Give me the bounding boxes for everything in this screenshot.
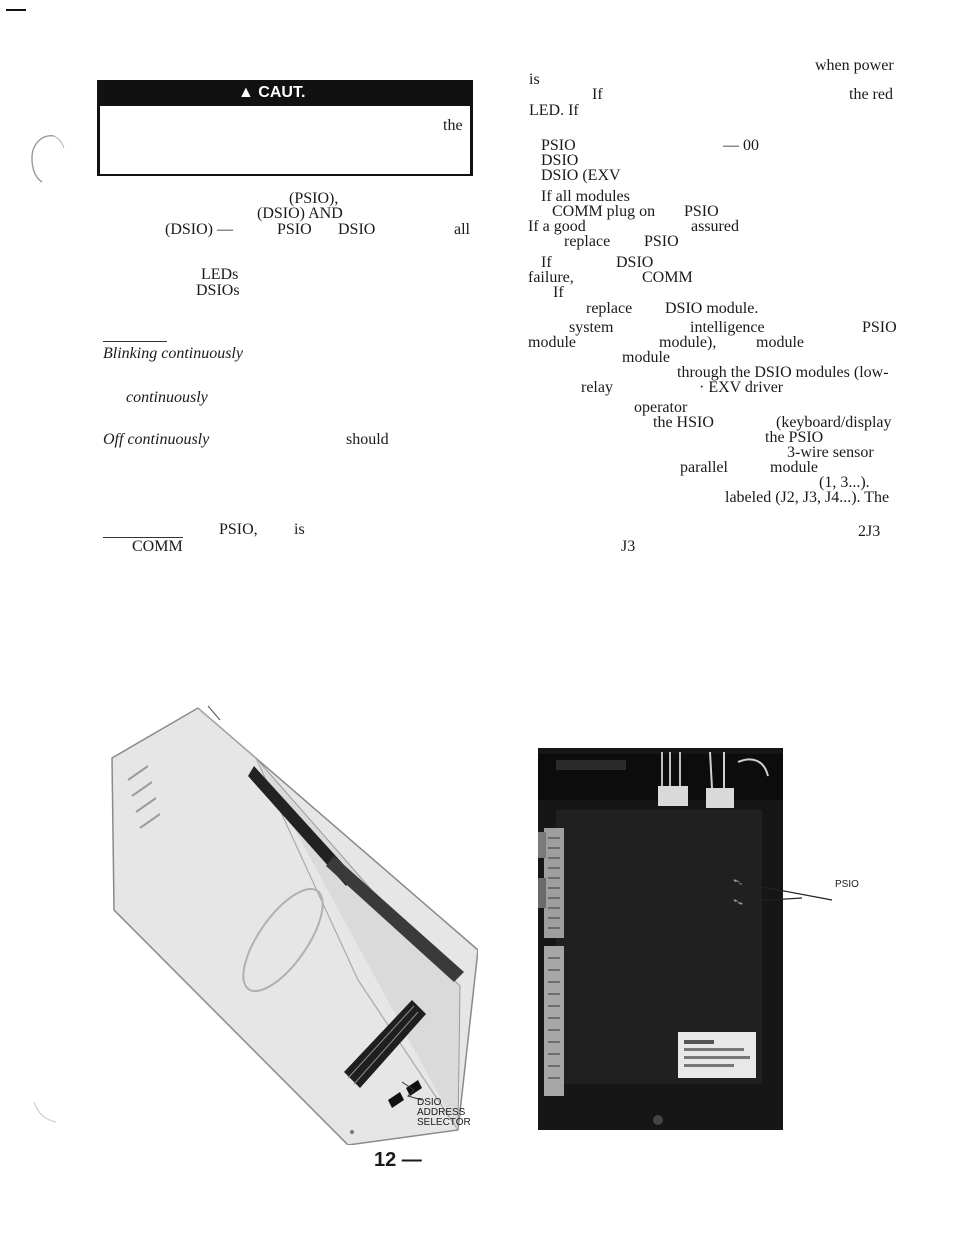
caution-title: ▲ CAUT. — [238, 84, 306, 101]
right-text-failure: failure, — [528, 269, 574, 286]
right-text-psio-3: PSIO — [644, 233, 679, 250]
dsio-module-photo — [111, 705, 478, 1145]
right-text-dsio-2: DSIO — [616, 254, 654, 271]
right-text-dsio-1: DSIO — [541, 152, 579, 169]
left-text-is: is — [294, 521, 305, 538]
right-text-led-if: LED. If — [529, 102, 579, 119]
right-text-3-wire-sensor: 3-wire sensor — [787, 444, 874, 461]
right-text-when-power: when power — [815, 57, 894, 74]
right-text-dash-00: — 00 — [723, 137, 759, 154]
right-text-exv-driver: · EXV driver — [699, 379, 784, 396]
right-text-keyboard-display: (keyboard/display — [776, 414, 892, 431]
right-text-replace-1: replace — [564, 233, 611, 250]
right-text-is: is — [529, 71, 540, 88]
right-text-if-a-good: If a good — [528, 218, 586, 235]
caution-box: ▲ CAUT. the — [97, 80, 473, 176]
left-heading-rule-1 — [103, 341, 167, 342]
right-text-psio-1: PSIO — [541, 137, 576, 154]
right-text-labeled-j: labeled (J2, J3, J4...). The — [725, 489, 890, 506]
right-text-1-3: (1, 3...). — [819, 474, 870, 491]
scan-artifact — [33, 1101, 57, 1123]
right-text-comm-plug-on: COMM plug on — [552, 203, 656, 220]
left-text-psio-comma: PSIO, — [219, 521, 258, 538]
right-text-module-3: module — [622, 349, 670, 366]
left-text-comm: COMM — [132, 538, 183, 555]
right-text-dsio-exv: DSIO (EXV — [541, 167, 621, 184]
right-text-intelligence: intelligence — [690, 319, 765, 336]
caution-text: the — [443, 117, 463, 134]
left-text-blinking: Blinking continuously — [103, 345, 243, 362]
left-text-psio: PSIO — [277, 221, 312, 238]
right-text-2j3: 2J3 — [858, 523, 881, 540]
right-text-if-2: If — [541, 254, 552, 271]
right-text-if-all-modules: If all modules — [541, 188, 630, 205]
right-text-relay: relay — [581, 379, 613, 396]
right-text-system: system — [569, 319, 614, 336]
left-text-dsios: DSIOs — [196, 282, 240, 299]
right-text-if-1: If — [592, 86, 603, 103]
right-text-module-1: module — [528, 334, 576, 351]
caption-line-address: ADDRESS — [417, 1107, 466, 1118]
corner-mark — [6, 9, 26, 11]
right-text-module-2: module — [756, 334, 804, 351]
right-text-the-hsio: the HSIO — [653, 414, 714, 431]
left-text-all: all — [454, 221, 470, 238]
psio-module-photo — [538, 748, 783, 1130]
right-text-through-dsio: through the DSIO modules (low- — [677, 364, 889, 381]
psio-pointer-lines — [735, 881, 833, 903]
right-text-psio-4: PSIO — [862, 319, 897, 336]
left-text-leds: LEDs — [201, 266, 239, 283]
psio-photo-label: PSIO — [835, 879, 859, 890]
dsio-selector-pointer — [401, 1081, 423, 1101]
right-text-parallel: parallel — [680, 459, 728, 476]
right-text-operator: operator — [634, 399, 688, 416]
caption-line-selector: SELECTOR — [417, 1117, 471, 1128]
left-text-dsio-and: (DSIO) AND — [257, 205, 343, 222]
right-text-replace-2: replace — [586, 300, 633, 317]
right-text-psio-2: PSIO — [684, 203, 719, 220]
right-text-if-3: If — [553, 284, 564, 301]
right-text-assured: assured — [691, 218, 739, 235]
right-text-dsio-module: DSIO module. — [665, 300, 759, 317]
left-text-dsio: DSIO — [338, 221, 376, 238]
left-text-off: Off continuously — [103, 431, 210, 448]
page-number: 12 — — [374, 1149, 422, 1171]
dsio-address-selector-caption: DSIO ADDRESS SELECTOR — [417, 1098, 471, 1128]
caution-header-bar: ▲ CAUT. — [100, 80, 470, 106]
left-text-dsio-dash: (DSIO) — — [165, 221, 233, 238]
left-text-should: should — [346, 431, 389, 448]
margin-smudge — [31, 135, 65, 183]
right-text-the-red: the red — [849, 86, 893, 103]
right-text-comm: COMM — [642, 269, 693, 286]
right-text-module-paren: module), — [659, 334, 717, 351]
left-heading-rule-2 — [103, 537, 183, 538]
left-text-psio-paren: (PSIO), — [289, 190, 339, 207]
right-text-j3: J3 — [621, 538, 636, 555]
scan-artifact-dot — [350, 1130, 354, 1134]
caption-line-dsio: DSIO — [417, 1097, 442, 1108]
right-text-module-4: module — [770, 459, 818, 476]
left-text-continuously: continuously — [126, 389, 208, 406]
right-text-the-psio: the PSIO — [765, 429, 824, 446]
